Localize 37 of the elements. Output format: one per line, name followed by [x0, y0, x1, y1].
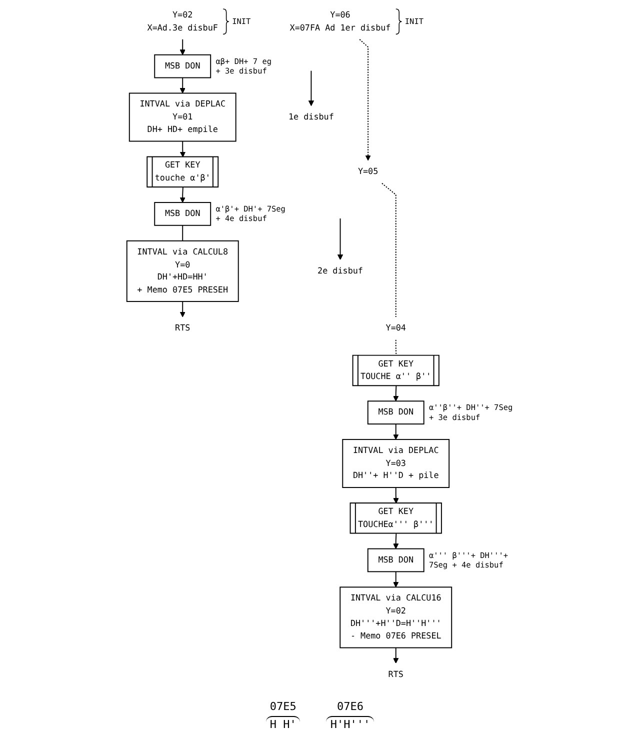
arrow	[308, 70, 314, 106]
node-text: 2e disbuf	[318, 266, 364, 276]
node-box: MSB DON	[368, 548, 425, 572]
arrow	[393, 533, 399, 550]
node-box: MSB DON	[368, 400, 425, 424]
connector	[382, 182, 397, 318]
node-text: Y=04	[386, 323, 406, 334]
arrow	[393, 385, 399, 402]
arrow	[393, 424, 399, 440]
node-box: INTVAL via DEPLAC Y=01 DH+ HD+ empile	[129, 92, 236, 142]
arrow	[180, 38, 186, 56]
node-text: RTS	[175, 323, 190, 334]
node-text: Y=02 X=Ad.3e disbuF	[147, 10, 218, 33]
node-box: INTVAL via CALCU16 Y=02 DH'''+H''D=H''H''' - Memo 07E6 PRESEL	[340, 586, 452, 648]
label-text: 07E5	[270, 700, 296, 713]
arrow	[393, 487, 399, 504]
arrow	[180, 301, 186, 318]
arrow	[180, 140, 186, 158]
node-box: INTVAL via CALCUL8 Y=0 DH'+HD=HH' + Memo 07E5 PRESEH	[126, 240, 240, 302]
connector	[396, 339, 397, 356]
label-text: H H'	[266, 716, 300, 731]
node-text: Y=05	[358, 166, 378, 177]
arrow	[180, 186, 186, 203]
node-text: RTS	[388, 670, 404, 680]
label-text: 07E6	[337, 700, 364, 713]
arrow	[393, 571, 399, 588]
node-box: MSB DON	[154, 54, 212, 78]
arrow	[180, 77, 186, 94]
connector	[182, 224, 184, 242]
node-box: INTVAL via DEPLAC Y=03 DH''+ H''D + pile	[342, 438, 450, 488]
node-text: Y=06 X=07FA Ad 1er disbuf	[290, 10, 391, 33]
arrow	[393, 647, 399, 664]
node-box: MSB DON	[154, 202, 212, 226]
label-text: H'H'''	[326, 716, 374, 731]
node-text: 1e disbuf	[288, 112, 334, 122]
arrow	[338, 218, 344, 260]
arrow	[359, 38, 372, 161]
